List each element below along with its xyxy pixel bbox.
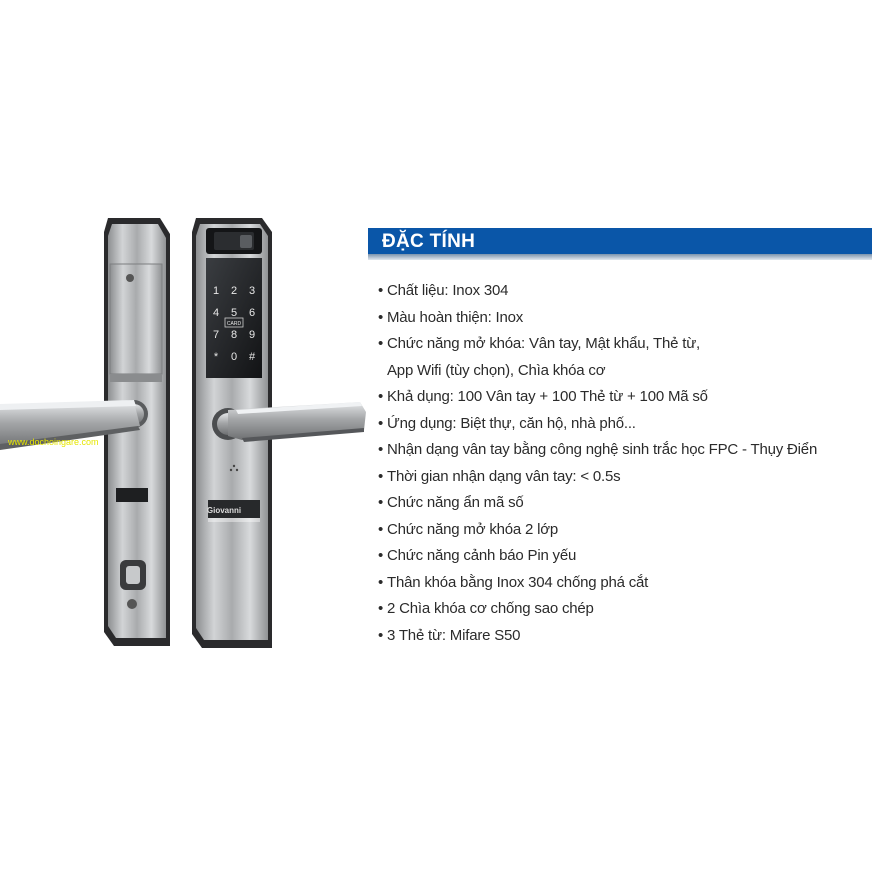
spec-item-recognition-time: •Thời gian nhận dạng vân tay: < 0.5s bbox=[378, 467, 621, 485]
spec-item-body: •Thân khóa bằng Inox 304 chống phá cắt bbox=[378, 573, 649, 591]
key-7[interactable]: 7 bbox=[213, 329, 219, 341]
watermark-text: www.dochoingare.com bbox=[7, 437, 99, 447]
spec-header: ĐẶC TÍNH bbox=[368, 222, 872, 262]
key-4[interactable]: 4 bbox=[213, 307, 219, 319]
key-hash[interactable]: # bbox=[249, 351, 256, 363]
key-6[interactable]: 6 bbox=[249, 307, 255, 319]
back-panel bbox=[104, 218, 170, 646]
spec-item-capacity: •Khả dụng: 100 Vân tay + 100 Thẻ từ + 10… bbox=[378, 388, 708, 405]
key-9[interactable]: 9 bbox=[249, 329, 255, 341]
card-label: CARD bbox=[227, 321, 242, 327]
key-8[interactable]: 8 bbox=[231, 329, 237, 341]
key-5[interactable]: 5 bbox=[231, 307, 237, 319]
key-star[interactable]: * bbox=[214, 351, 219, 363]
key-1[interactable]: 1 bbox=[213, 285, 219, 297]
spec-item-material: •Chất liệu: Inox 304 bbox=[378, 282, 509, 299]
spec-panel: ĐẶC TÍNH •Chất liệu: Inox 304 •Màu hoàn … bbox=[368, 222, 872, 644]
spec-item-cards: •3 Thẻ từ: Mifare S50 bbox=[378, 626, 521, 644]
spec-item-applications: •Ứng dụng: Biệt thự, căn hộ, nhà phố... bbox=[378, 414, 636, 432]
front-handle[interactable] bbox=[212, 402, 366, 442]
door-lock-illustration: www.dochoingare.com 1 2 3 4 5 6 7 8 9 * bbox=[0, 218, 366, 648]
spec-item-hidden-code: •Chức năng ẩn mã số bbox=[378, 494, 524, 511]
card-reader-area bbox=[224, 317, 244, 328]
spec-title: ĐẶC TÍNH bbox=[382, 231, 476, 252]
spec-header-bar bbox=[368, 228, 872, 254]
back-handle bbox=[0, 400, 148, 450]
product-image: www.dochoingare.com 1 2 3 4 5 6 7 8 9 * bbox=[0, 200, 372, 660]
spec-item-low-battery: •Chức năng cảnh báo Pin yếu bbox=[378, 547, 577, 564]
spec-item-fingerprint-tech: •Nhận dạng vân tay bằng công nghệ sinh t… bbox=[378, 441, 818, 458]
spec-item-finish: •Màu hoàn thiện: Inox bbox=[378, 308, 524, 326]
key-3[interactable]: 3 bbox=[249, 285, 255, 297]
spec-item-two-layer-unlock: •Chức năng mở khóa 2 lớp bbox=[378, 520, 559, 538]
spec-item-keys: •2 Chìa khóa cơ chống sao chép bbox=[378, 600, 594, 617]
brand-label: Giovanni bbox=[207, 506, 241, 515]
key-2[interactable]: 2 bbox=[231, 285, 237, 297]
key-0[interactable]: 0 bbox=[231, 351, 237, 363]
spec-item-unlock-methods: •Chức năng mở khóa: Vân tay, Mật khẩu, T… bbox=[378, 335, 701, 379]
keypad[interactable]: 1 2 3 4 5 6 7 8 9 * 0 # bbox=[213, 285, 256, 363]
spec-header-shadow bbox=[368, 254, 872, 260]
spec-list: •Chất liệu: Inox 304 •Màu hoàn thiện: In… bbox=[378, 278, 872, 649]
